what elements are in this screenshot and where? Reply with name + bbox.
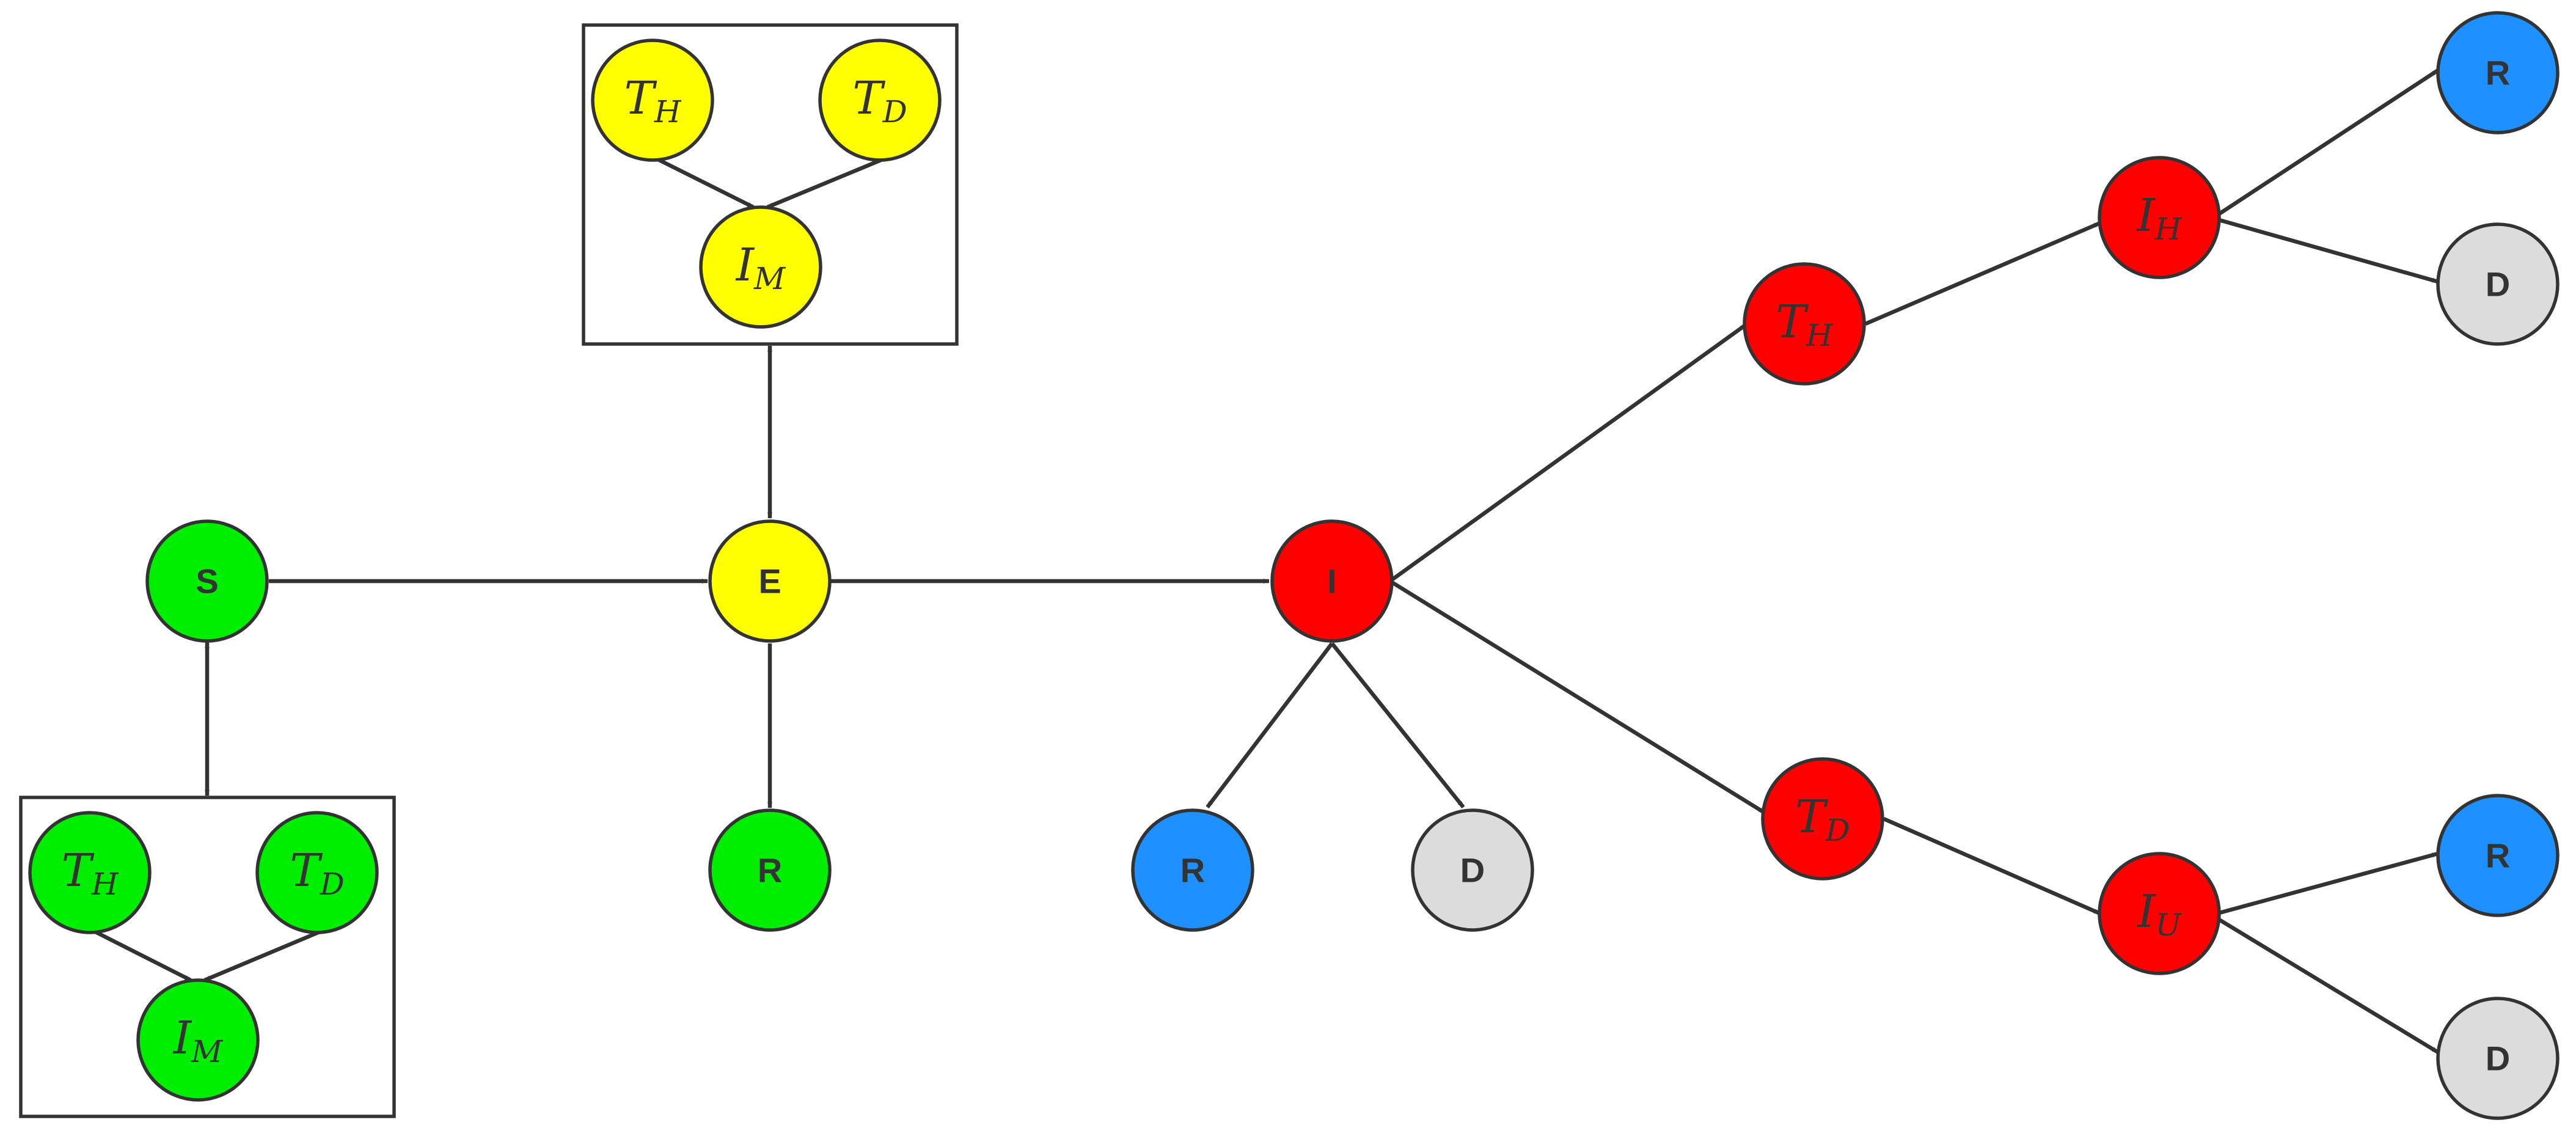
- node-yellow-im-sub: M: [753, 261, 786, 296]
- node-r-from-i: R: [1131, 808, 1254, 932]
- node-td-red-label: TD: [1795, 791, 1850, 848]
- node-green-td: TD: [255, 811, 379, 934]
- node-green-th: TH: [28, 811, 152, 934]
- node-s: S: [145, 519, 269, 643]
- node-yellow-im-label: IM: [735, 239, 786, 296]
- node-yellow-th-label: TH: [624, 72, 682, 130]
- node-yellow-th-main: T: [624, 72, 657, 125]
- node-ih-red-label: IH: [2136, 189, 2183, 247]
- node-yellow-th-sub: H: [654, 94, 682, 130]
- node-yellow-td-sub: D: [882, 94, 907, 130]
- node-ih-red: IH: [2098, 156, 2221, 279]
- node-ih-red-main: I: [2136, 189, 2156, 242]
- node-yellow-im: IM: [699, 205, 822, 329]
- node-r-from-ih-circle: [2436, 11, 2560, 134]
- node-r-from-ih: R: [2436, 11, 2560, 134]
- node-r-from-i-circle: [1131, 808, 1254, 932]
- edge-i-to-th: [1389, 323, 1747, 583]
- node-yellow-td-main: T: [852, 72, 885, 125]
- node-d-from-i: D: [1411, 808, 1534, 932]
- node-th-red-label: TH: [1776, 296, 1834, 353]
- node-yellow-td-circle: [818, 38, 942, 162]
- edge-ih-to-r: [2218, 68, 2439, 216]
- node-d-from-i-label: D: [1460, 851, 1485, 890]
- edge-i-to-d: [1330, 642, 1465, 809]
- node-iu-red-label: IU: [2136, 885, 2182, 943]
- edge-iu-to-d: [2218, 918, 2439, 1054]
- edges: [92, 68, 2439, 1054]
- node-th-red-circle: [1743, 262, 1866, 386]
- node-i-label: I: [1327, 562, 1337, 601]
- edge-i-to-td: [1389, 579, 1766, 815]
- node-green-td-main: T: [290, 844, 323, 897]
- edge-green-th-to-im: [92, 929, 192, 982]
- node-td-red-main: T: [1795, 791, 1828, 843]
- node-r-from-e-label: R: [758, 851, 782, 890]
- node-r-from-iu: R: [2436, 794, 2560, 917]
- node-iu-red-sub: U: [2156, 907, 2183, 943]
- node-yellow-td: TD: [818, 38, 942, 162]
- node-i: I: [1270, 519, 1394, 643]
- node-yellow-im-main: I: [735, 239, 755, 291]
- node-green-td-circle: [255, 811, 379, 934]
- edge-yellow-td-to-im: [766, 156, 887, 210]
- edge-green-td-to-im: [203, 929, 324, 982]
- node-s-label: S: [196, 562, 218, 601]
- edge-yellow-th-to-im: [654, 156, 755, 209]
- node-r-from-ih-label: R: [2486, 54, 2510, 92]
- node-r-from-e-circle: [708, 808, 832, 932]
- node-r-from-e: R: [708, 808, 832, 932]
- node-td-red-circle: [1761, 757, 1884, 881]
- node-th-red-main: T: [1776, 296, 1809, 348]
- node-s-circle: [145, 519, 269, 643]
- node-td-red-sub: D: [1825, 813, 1850, 848]
- node-i-circle: [1270, 519, 1394, 643]
- node-iu-red: IU: [2098, 852, 2221, 975]
- node-ih-red-sub: H: [2154, 211, 2183, 247]
- node-d-from-ih: D: [2436, 222, 2560, 346]
- edge-iu-to-r: [2219, 851, 2439, 915]
- node-d-from-iu-label: D: [2486, 1039, 2510, 1078]
- node-green-th-circle: [28, 811, 152, 934]
- node-green-im: IM: [136, 978, 260, 1102]
- node-td-red: TD: [1761, 757, 1884, 881]
- node-iu-red-circle: [2098, 852, 2221, 975]
- node-r-from-i-label: R: [1180, 851, 1205, 890]
- node-d-from-i-circle: [1411, 808, 1534, 932]
- yellow-group-box: [582, 23, 959, 346]
- node-d-from-iu: D: [2436, 997, 2560, 1120]
- node-iu-red-main: I: [2136, 885, 2156, 938]
- node-yellow-th: TH: [591, 38, 714, 162]
- node-green-th-sub: H: [91, 866, 119, 902]
- node-green-im-circle: [136, 978, 260, 1102]
- node-green-th-label: TH: [62, 844, 119, 902]
- node-e: E: [708, 519, 832, 643]
- node-d-from-ih-circle: [2436, 222, 2560, 346]
- node-green-td-label: TD: [290, 844, 344, 902]
- edge-ih-to-d: [2219, 218, 2439, 284]
- edge-i-to-r: [1206, 642, 1334, 808]
- node-r-from-iu-label: R: [2486, 837, 2510, 875]
- green-group-box: [19, 796, 396, 1118]
- node-yellow-th-circle: [591, 38, 714, 162]
- node-green-im-sub: M: [191, 1034, 224, 1069]
- node-th-red: TH: [1743, 262, 1866, 386]
- node-ih-red-circle: [2098, 156, 2221, 279]
- node-green-td-sub: D: [320, 866, 345, 902]
- node-r-from-iu-circle: [2436, 794, 2560, 917]
- node-th-red-sub: H: [1806, 318, 1834, 353]
- node-d-from-iu-circle: [2436, 997, 2560, 1120]
- node-e-circle: [708, 519, 832, 643]
- node-e-label: E: [758, 562, 781, 601]
- edge-th-to-ih: [1864, 221, 2101, 326]
- node-green-im-label: IM: [172, 1012, 224, 1069]
- node-yellow-td-label: TD: [852, 72, 907, 130]
- edge-td-to-iu: [1883, 817, 2101, 915]
- node-green-im-main: I: [172, 1012, 192, 1064]
- node-green-th-main: T: [62, 844, 95, 897]
- node-yellow-im-circle: [699, 205, 822, 329]
- node-d-from-ih-label: D: [2486, 265, 2510, 304]
